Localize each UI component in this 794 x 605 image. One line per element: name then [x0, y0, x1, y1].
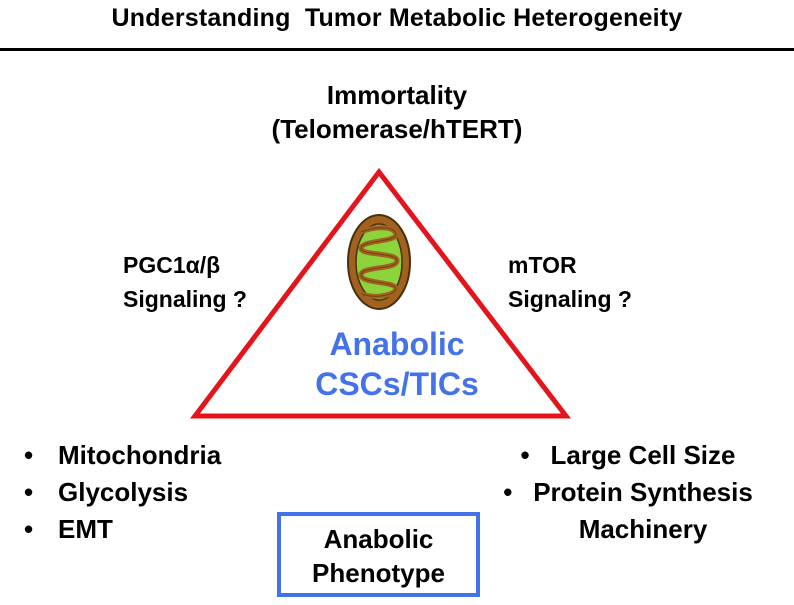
bullet-item: Machinery: [478, 511, 778, 548]
immortality-label: Immortality: [326, 80, 468, 110]
mtor-label: mTOR: [508, 252, 577, 278]
bullet-text: Large Cell Size: [550, 440, 736, 470]
left-bullet-list: • Mitochondria • Glycolysis • EMT: [10, 437, 221, 548]
anabolic-phenotype-box: Anabolic Phenotype: [277, 512, 480, 597]
bullet-text: Protein Synthesis: [533, 477, 753, 507]
mitochondrion-icon: [347, 214, 411, 310]
bullet-text: EMT: [58, 514, 113, 544]
triangle-outline: [189, 167, 572, 419]
title-divider: [0, 48, 794, 51]
bullet-item: • Protein Synthesis: [478, 474, 778, 511]
bullet-dot: •: [24, 440, 34, 470]
mtor-signaling-text: Signaling ?: [508, 286, 632, 312]
bullet-dot: •: [520, 440, 530, 470]
pgc1-label: PGC1α/β: [123, 252, 221, 278]
bullet-dot: •: [24, 514, 34, 544]
bullet-text: Mitochondria: [58, 440, 222, 470]
cscs-tics-label: CSCs/TICs: [315, 366, 479, 402]
phenotype-line2: Phenotype: [312, 558, 445, 588]
anabolic-center-label: Anabolic: [329, 326, 465, 362]
bullet-item: • Glycolysis: [10, 474, 221, 511]
bullet-item: • Large Cell Size: [478, 437, 778, 474]
diagram-title: Understanding Tumor Metabolic Heterogene…: [111, 4, 683, 32]
bullet-dot: •: [503, 477, 513, 507]
pgc1-signaling-label: PGC1α/β Signaling ?: [123, 248, 247, 316]
bullet-dot: •: [24, 477, 34, 507]
telomerase-label: (Telomerase/hTERT): [271, 114, 523, 144]
bullet-item: • EMT: [10, 511, 221, 548]
bullet-text: Machinery: [578, 514, 708, 544]
phenotype-line1: Anabolic: [323, 524, 434, 554]
pgc1-signaling-text: Signaling ?: [123, 286, 247, 312]
bullet-text: Glycolysis: [58, 477, 189, 507]
mtor-signaling-label: mTOR Signaling ?: [508, 248, 632, 316]
bullet-item: • Mitochondria: [10, 437, 221, 474]
